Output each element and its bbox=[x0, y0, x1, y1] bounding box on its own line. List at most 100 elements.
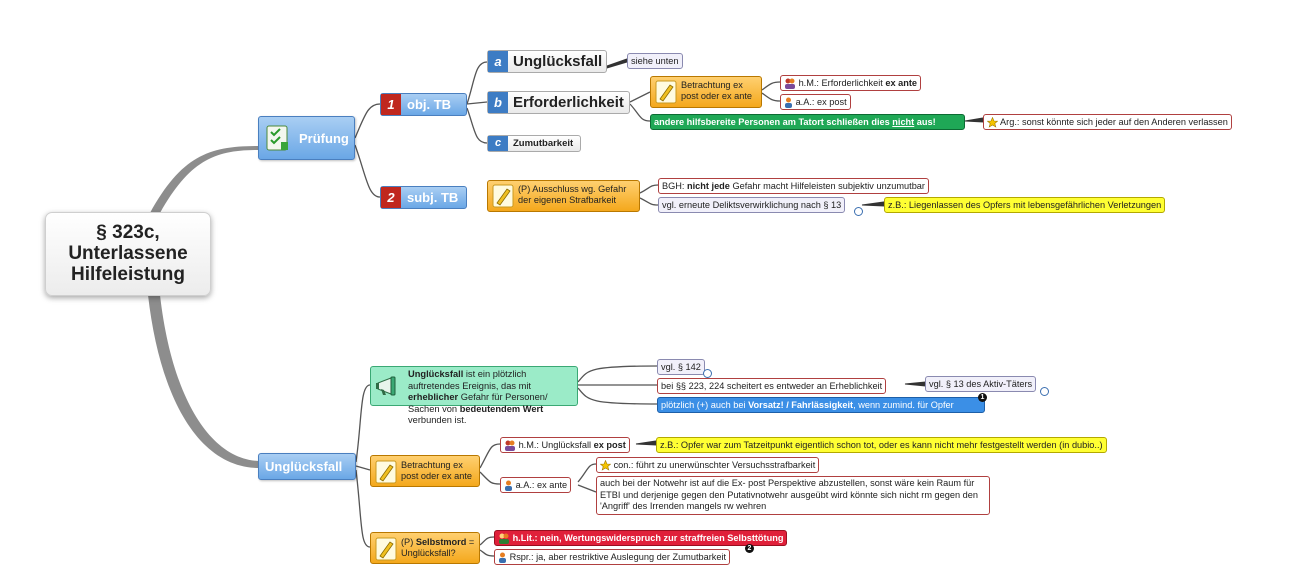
objtb-badge: 1 bbox=[381, 94, 401, 115]
erforderlichkeit-label: Erforderlichkeit bbox=[513, 94, 624, 111]
link-b-andere bbox=[629, 103, 651, 122]
andere-personen-note[interactable]: andere hilfsbereite Personen am Tatort s… bbox=[650, 114, 965, 130]
link-aa2-notwehr bbox=[577, 484, 597, 493]
hm-1-note[interactable]: h.M.: Erforderlichkeit ex ante bbox=[780, 75, 922, 92]
betrachtung-1-topic[interactable]: Betrachtung ex post oder ex ante bbox=[650, 76, 762, 108]
arrow-bei223-vgl13aktiv bbox=[904, 381, 926, 387]
zb-1-label: z.B.: Liegenlassen des Opfers mit lebens… bbox=[888, 200, 1162, 210]
aa-1-label: a.A.: ex post bbox=[795, 97, 847, 107]
bei223-note[interactable]: bei §§ 223, 224 scheitert es entweder an… bbox=[657, 378, 887, 394]
subjtb-topic[interactable]: 2 subj. TB bbox=[380, 186, 467, 209]
hlit-note[interactable]: h.Lit.: nein, Wertungswiderspruch zur st… bbox=[494, 530, 788, 547]
ploetzlich-post: , wenn zumind. für Opfer bbox=[853, 400, 954, 410]
betrachtung-2-topic[interactable]: Betrachtung ex post oder ex ante bbox=[370, 455, 480, 487]
bgh-note[interactable]: BGH: nicht jede Gefahr macht Hilfeleiste… bbox=[658, 178, 929, 194]
betrachtung-2-label: Betrachtung ex post oder ex ante bbox=[401, 460, 472, 481]
star-icon bbox=[600, 460, 611, 471]
pencil-icon bbox=[492, 184, 514, 208]
ausschluss-topic[interactable]: (P) Ausschluss wg. Gefahr der eigenen St… bbox=[487, 180, 640, 212]
hm-2-bold: ex post bbox=[593, 440, 626, 450]
vgl142-note[interactable]: vgl. § 142 bbox=[657, 359, 705, 375]
branch-root-pruefung bbox=[150, 146, 258, 213]
rspr-label: Rspr.: ja, aber restriktive Auslegung de… bbox=[509, 552, 727, 562]
aa-2-note[interactable]: a.A.: ex ante bbox=[500, 477, 572, 494]
arg-label: Arg.: sonst könnte sich jeder auf den An… bbox=[1000, 117, 1228, 127]
link-b-betrachtung bbox=[629, 91, 651, 103]
pencil-icon bbox=[655, 80, 677, 104]
arrow-a-note bbox=[606, 58, 628, 69]
link-objtb-b bbox=[466, 101, 488, 105]
link-ausschluss-vgl13 bbox=[639, 197, 659, 206]
ploetzlich-note[interactable]: plötzlich (+) auch bei Vorsatz! / Fahrlä… bbox=[657, 397, 985, 413]
megaphone-icon bbox=[376, 376, 396, 396]
aa-1-note[interactable]: a.A.: ex post bbox=[780, 94, 851, 111]
link-objtb-c bbox=[466, 107, 488, 144]
betrachtung-1-label: Betrachtung ex post oder ex ante bbox=[681, 80, 752, 101]
arrow-andere-arg bbox=[964, 117, 984, 123]
zumutbarkeit-topic[interactable]: c Zumutbarkeit bbox=[487, 135, 581, 152]
root-topic-label: § 323c, Unterlassene Hilfeleistung bbox=[68, 222, 188, 285]
siehe-unten-label: siehe unten bbox=[631, 56, 679, 66]
link-ausschluss-bgh bbox=[639, 184, 659, 194]
root-topic[interactable]: § 323c, Unterlassene Hilfeleistung bbox=[45, 212, 211, 296]
andere-underline: nicht bbox=[892, 117, 915, 127]
link-ungl-selbstmord bbox=[355, 469, 371, 548]
c-badge: c bbox=[488, 136, 508, 151]
b-badge: b bbox=[488, 92, 508, 113]
vgl142-label: vgl. § 142 bbox=[661, 362, 701, 372]
notwehr-note[interactable]: auch bei der Notwehr ist auf die Ex- pos… bbox=[596, 476, 990, 515]
arrow-vgl13-zb1 bbox=[861, 201, 885, 207]
link-selbst-rspr bbox=[479, 549, 495, 557]
link-betr2-hm bbox=[479, 443, 501, 469]
link-def-ploetzlich bbox=[577, 387, 658, 405]
link-pruefung-subjtb bbox=[354, 144, 381, 198]
ploetzlich-bold: Vorsatz! / Fahrlässigkeit bbox=[748, 400, 854, 410]
zb-1-note[interactable]: z.B.: Liegenlassen des Opfers mit lebens… bbox=[884, 197, 1166, 213]
objtb-topic[interactable]: 1 obj. TB bbox=[380, 93, 467, 116]
zb-2-note[interactable]: z.B.: Opfer war zum Tatzeitpunkt eigentl… bbox=[656, 437, 1107, 453]
vgl13aktiv-note[interactable]: vgl. § 13 des Aktiv-Täters bbox=[925, 376, 1037, 392]
selbstmord-pre: (P) bbox=[401, 537, 416, 547]
expand-vgl142-icon[interactable] bbox=[703, 369, 712, 378]
definition-topic[interactable]: Unglücksfall ist ein plötzlich auftreten… bbox=[370, 366, 578, 425]
andere-pre: andere hilfsbereite Personen am Tatort s… bbox=[654, 117, 893, 127]
selbstmord-post: = Unglücksfall? bbox=[401, 537, 475, 558]
ungluecksfall-topic[interactable]: Unglücksfall bbox=[258, 453, 356, 480]
pruefung-topic[interactable]: Prüfung bbox=[258, 116, 355, 160]
hm-1-prefix: h.M.: Erforderlichkeit bbox=[798, 78, 886, 88]
con-note[interactable]: con.: führt zu unerwünschter Versuchsstr… bbox=[596, 457, 820, 474]
hm-2-prefix: h.M.: Unglücksfall bbox=[518, 440, 594, 450]
arg-note[interactable]: Arg.: sonst könnte sich jeder auf den An… bbox=[983, 114, 1232, 131]
definition-t2: Gefahr für Personen/ Sachen von bbox=[408, 392, 548, 414]
vgl13aktiv-label: vgl. § 13 des Aktiv-Täters bbox=[929, 379, 1033, 389]
rspr-note[interactable]: Rspr.: ja, aber restriktive Auslegung de… bbox=[494, 549, 731, 566]
person-icon bbox=[499, 552, 506, 564]
link-ungl-definition bbox=[355, 384, 371, 463]
erforderlichkeit-topic[interactable]: b Erforderlichkeit bbox=[487, 91, 630, 114]
ungluecksfall-a-topic[interactable]: a Unglücksfall bbox=[487, 50, 607, 73]
subjtb-badge: 2 bbox=[381, 187, 401, 208]
link-pruefung-objtb bbox=[354, 103, 381, 139]
expand-vgl13-icon[interactable] bbox=[854, 207, 863, 216]
vgl13-note[interactable]: vgl. erneute Deliktsverwirklichung nach … bbox=[658, 197, 846, 213]
hlit-label: h.Lit.: nein, Wertungswiderspruch zur st… bbox=[512, 533, 784, 543]
star-icon bbox=[987, 117, 998, 128]
expand-vgl13aktiv-icon[interactable] bbox=[1040, 387, 1049, 396]
subjtb-label: subj. TB bbox=[407, 190, 459, 205]
bgh-prefix: BGH: bbox=[662, 181, 688, 191]
marker-1-badge: 1 bbox=[978, 393, 987, 402]
a-badge: a bbox=[488, 51, 508, 72]
hm-2-note[interactable]: h.M.: Unglücksfall ex post bbox=[500, 437, 630, 454]
link-def-vgl142 bbox=[577, 365, 658, 383]
con-label: con.: führt zu unerwünschter Versuchsstr… bbox=[613, 460, 816, 470]
pencil-icon bbox=[375, 460, 397, 484]
people-icon bbox=[785, 78, 795, 90]
selbstmord-bold: Selbstmord bbox=[415, 537, 467, 547]
zb-2-label: z.B.: Opfer war zum Tatzeitpunkt eigentl… bbox=[660, 440, 1103, 450]
selbstmord-topic[interactable]: (P) Selbstmord = Unglücksfall? bbox=[370, 532, 480, 564]
siehe-unten-note[interactable]: siehe unten bbox=[627, 53, 683, 69]
definition-b3: bedeutendem Wert bbox=[459, 403, 544, 414]
definition-b1: Unglücksfall bbox=[408, 369, 464, 379]
definition-t1: ist ein plötzlich auftretendes Ereignis,… bbox=[408, 369, 531, 391]
